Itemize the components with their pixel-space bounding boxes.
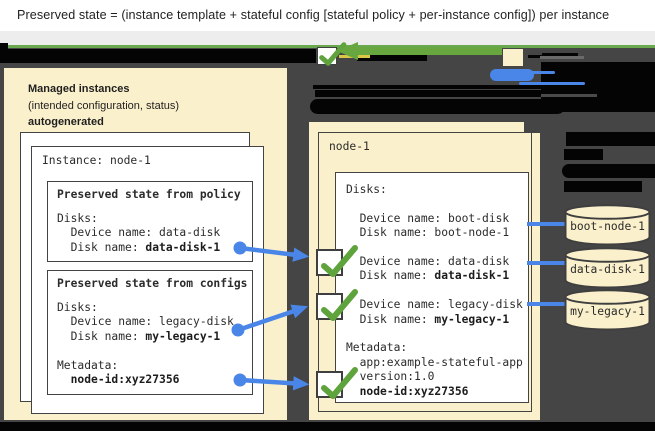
redacted-bar — [313, 85, 592, 89]
disk-label: my-legacy-1 — [570, 305, 645, 318]
connector-line-data — [527, 261, 567, 265]
disk-label: boot-node-1 — [570, 220, 645, 233]
redacted-bar — [315, 90, 591, 97]
checkmark-icon — [321, 245, 358, 277]
preserved-policy-box: Preserved state from policy Disks: Devic… — [47, 181, 253, 262]
title-bar: Preserved state = (instance template + s… — [0, 0, 655, 31]
redacted-bar — [564, 149, 603, 160]
checkmark-icon — [321, 367, 358, 399]
checkbox-checked-data-disk — [316, 245, 358, 277]
gray-streak — [540, 56, 584, 59]
configs-box-code: Disks: Device name: legacy-disk Disk nam… — [57, 301, 234, 387]
node-card: node-1 Disks: Device name: boot-disk Dis… — [318, 132, 532, 412]
cylinder-icon — [564, 204, 651, 246]
checkmark-icon — [321, 289, 358, 321]
redacted-bar — [310, 99, 565, 114]
redacted-bar — [357, 54, 427, 61]
disk-cylinder-boot: boot-node-1 — [563, 203, 652, 247]
cream-swatch — [503, 49, 523, 66]
panel-heading: Managed instances (intended configuratio… — [28, 81, 179, 131]
configs-box-header: Preserved state from configs — [57, 277, 248, 290]
disk-cylinder-legacy: my-legacy-1 — [563, 288, 652, 332]
checkbox-checked-legacy-disk — [316, 289, 358, 321]
title-substrip — [0, 31, 655, 45]
green-flow-arrow — [337, 42, 502, 60]
policy-box-header: Preserved state from policy — [57, 188, 241, 201]
blue-redacted-pill — [490, 69, 534, 81]
node-code: Disks: Device name: boot-disk Disk name:… — [346, 183, 523, 398]
managed-instances-panel: Managed instances (intended configuratio… — [4, 68, 287, 420]
gray-streak — [541, 94, 597, 97]
redacted-bar — [0, 49, 316, 63]
node-panel: node-1 Disks: Device name: boot-disk Dis… — [309, 122, 540, 420]
checkbox-checked-node-id — [316, 367, 358, 399]
disk-label: data-disk-1 — [570, 263, 645, 276]
redacted-bar — [528, 55, 545, 58]
instance-card-title: Instance: node-1 — [42, 154, 151, 167]
green-divider-line — [0, 45, 655, 48]
disks-box: Disks: Device name: boot-disk Disk name:… — [335, 172, 529, 403]
redacted-bar — [0, 422, 655, 431]
heading-autogenerated: autogenerated — [28, 116, 104, 128]
policy-box-code: Disks: Device name: data-disk Disk name:… — [57, 212, 221, 254]
instance-card: Instance: node-1 Preserved state from po… — [31, 146, 264, 414]
heading-managed-instances: Managed instances — [28, 83, 130, 95]
redacted-bar — [562, 164, 655, 178]
node-card-title: node-1 — [329, 140, 370, 153]
cylinder-icon — [564, 247, 651, 289]
cylinder-icon — [564, 289, 651, 331]
checkbox-checked-top — [317, 42, 347, 66]
blue-redacted-line — [519, 82, 585, 85]
page-title: Preserved state = (instance template + s… — [17, 8, 610, 22]
heading-intended-config: (intended configuration, status) — [28, 99, 180, 112]
connector-line-boot — [527, 222, 567, 226]
preserved-configs-box: Preserved state from configs Disks: Devi… — [47, 270, 253, 395]
disk-cylinder-data: data-disk-1 — [563, 246, 652, 290]
redacted-bar — [564, 181, 642, 192]
connector-line-legacy — [527, 302, 567, 306]
redacted-patch — [524, 118, 550, 133]
blue-redacted-line — [531, 71, 555, 74]
redacted-bar — [566, 132, 655, 146]
